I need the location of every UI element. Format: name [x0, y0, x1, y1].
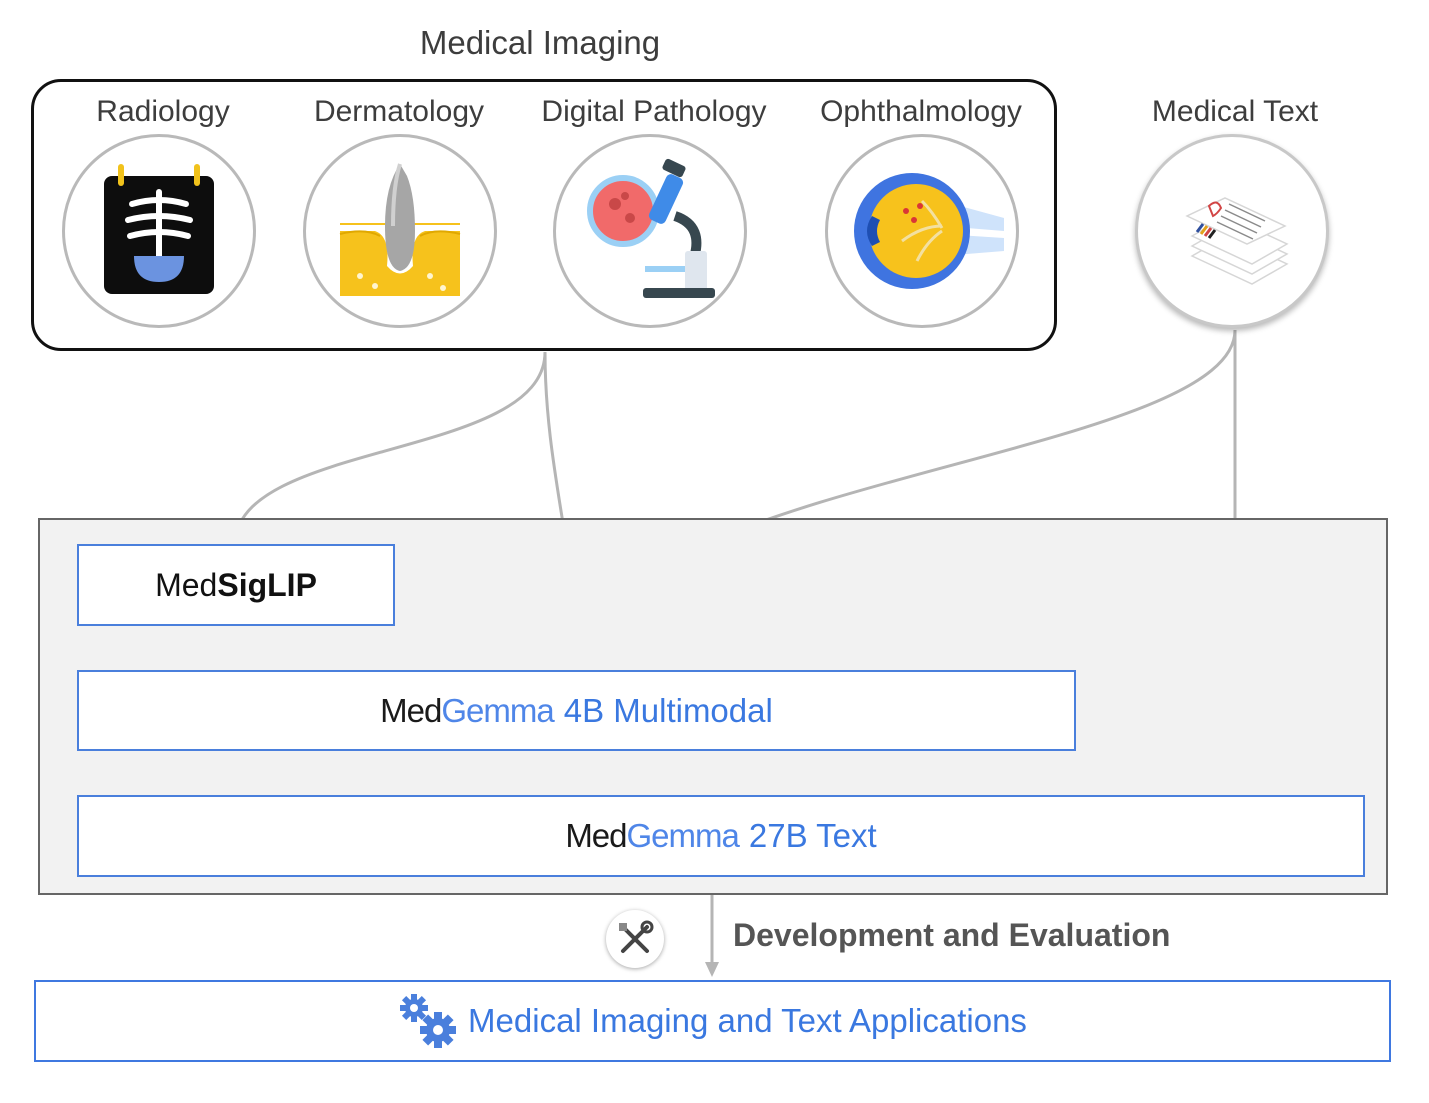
applications-box: Medical Imaging and Text Applications — [34, 980, 1391, 1062]
arrow-head — [705, 962, 719, 977]
page-title: Medical Imaging — [419, 24, 661, 61]
ophthalmology-label: Ophthalmology — [820, 95, 1022, 128]
medical-text-label: Medical Text — [1151, 95, 1319, 128]
dermatology-label: Dermatology — [313, 95, 485, 128]
applications-label: Medical Imaging and Text Applications — [468, 1002, 1027, 1039]
pathology-circle — [553, 134, 747, 328]
medgemma-27b-brand: Gemma — [626, 817, 740, 854]
medical-text-circle — [1135, 134, 1329, 328]
xray-icon — [104, 164, 214, 294]
medgemma-4b-suffix: 4B Multimodal — [563, 691, 773, 729]
documents-icon — [1185, 197, 1289, 285]
medical-imaging-group — [31, 79, 1057, 351]
medsiglip-name: SigLIP — [217, 566, 317, 603]
gears-icon — [400, 994, 457, 1048]
tools-circle — [606, 910, 664, 968]
medsiglip-prefix: Med — [155, 566, 218, 603]
radiology-label: Radiology — [96, 95, 230, 128]
medgemma-4b-brand: Gemma — [441, 691, 554, 729]
tools-icon — [619, 920, 654, 953]
dermatology-circle — [303, 134, 497, 328]
medgemma-27b-suffix: 27B Text — [748, 817, 877, 854]
development-label: Development and Evaluation — [733, 917, 1171, 953]
digital-pathology-label: Digital Pathology — [541, 95, 767, 128]
imaging-to-siglip-line — [233, 351, 547, 546]
radiology-circle — [62, 134, 256, 328]
medgemma-4b-prefix: Med — [380, 691, 442, 729]
microscope-icon — [587, 158, 715, 298]
ophthalmology-circle — [825, 134, 1019, 328]
skin-icon — [339, 163, 461, 296]
eye-icon — [854, 173, 1004, 289]
medgemma-27b-prefix: Med — [565, 817, 627, 854]
